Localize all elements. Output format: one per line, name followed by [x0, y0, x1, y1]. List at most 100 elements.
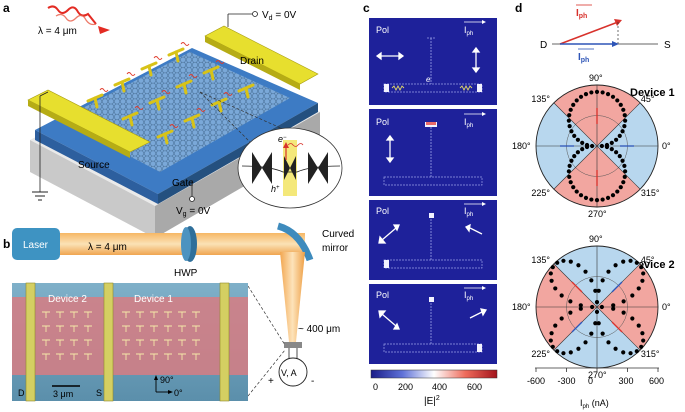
- angle-label: 45°: [641, 94, 655, 104]
- focused-beam: [280, 252, 305, 342]
- hole-label: h+: [271, 184, 280, 194]
- polar-plot-device2: 90°135°45°180°0°225°315°270°: [512, 234, 671, 380]
- svg-text:0: 0: [373, 382, 378, 392]
- panel-d: d D S Iph Iph Device 1 Device 2 90°135°4…: [512, 1, 675, 410]
- data-point: [641, 271, 646, 276]
- data-point: [614, 137, 619, 142]
- data-point: [600, 90, 605, 95]
- electron-label: e−: [278, 134, 287, 144]
- data-point: [599, 143, 604, 149]
- band-diagram-inset: e− h+: [237, 127, 343, 209]
- data-point: [574, 189, 579, 194]
- panel-b: b Laser λ = 4 μm HWP Curved mirror ~ 400…: [3, 222, 354, 402]
- data-point: [594, 198, 600, 203]
- device2-label: Device 2: [48, 294, 87, 305]
- svg-text:Vg = 0V: Vg = 0V: [176, 206, 211, 218]
- meter-minus: -: [311, 376, 314, 387]
- spot-size-label: ~ 400 μm: [298, 324, 340, 335]
- drain-electrode: [204, 25, 319, 85]
- device1-label: Device 1: [134, 294, 173, 305]
- data-point: [548, 338, 553, 343]
- gate-terminal: [189, 196, 195, 202]
- current-arrow: [571, 281, 583, 293]
- svg-text:e: e: [426, 75, 431, 84]
- pol-arrow-diagonal-icon: [378, 224, 400, 244]
- vec-s-label: S: [664, 40, 671, 51]
- data-point: [568, 259, 573, 264]
- mirror-label-2: mirror: [322, 243, 349, 254]
- data-point: [548, 271, 553, 276]
- electrode-right: [219, 282, 230, 402]
- data-point: [630, 293, 635, 298]
- svg-text:200: 200: [398, 382, 413, 392]
- source-label: Source: [78, 160, 110, 171]
- data-point: [623, 169, 628, 174]
- data-point: [621, 107, 626, 112]
- data-point: [576, 346, 581, 351]
- data-point: [571, 185, 576, 190]
- iph-red-arrow: [559, 21, 619, 45]
- data-point: [572, 154, 577, 159]
- drain-terminal: [252, 11, 258, 17]
- data-point: [622, 174, 627, 179]
- data-point: [614, 150, 619, 155]
- gate-label: Gate: [172, 178, 194, 189]
- field-frame-3: Pol Iph: [369, 200, 497, 280]
- colorbar-label: |E|2: [424, 395, 440, 407]
- data-point: [593, 288, 598, 293]
- pol-arrow-vertical-icon: [385, 134, 395, 164]
- angle-label: 315°: [641, 188, 660, 198]
- iph-arrow-up-right-icon: [469, 308, 488, 319]
- angle-label: 270°: [588, 370, 607, 380]
- data-point: [567, 113, 572, 118]
- current-arrow: [611, 321, 623, 333]
- data-point: [559, 293, 564, 298]
- data-point: [639, 265, 644, 270]
- data-point: [600, 331, 605, 336]
- data-point: [555, 260, 560, 265]
- data-point: [630, 316, 635, 321]
- drain-label: Drain: [240, 56, 264, 67]
- device-micrograph: Device 2 Device 1 D S 3 μm 90° 0°: [12, 282, 248, 402]
- data-point: [634, 349, 639, 354]
- data-point: [568, 310, 573, 315]
- data-point: [640, 331, 645, 336]
- polar-spoke: [553, 263, 641, 351]
- data-point: [559, 316, 564, 321]
- data-point: [623, 118, 628, 123]
- scale-label: 3 μm: [53, 389, 73, 399]
- t-antenna-array: [86, 47, 255, 145]
- chip: [284, 342, 302, 348]
- panel-d-label: d: [515, 1, 522, 15]
- data-point: [590, 304, 595, 310]
- panel-c: c Pol Iph e Pol: [363, 1, 498, 407]
- iph-arrow-vertical-icon: [471, 46, 481, 74]
- data-point: [555, 349, 560, 354]
- data-point: [568, 180, 573, 185]
- data-point: [610, 94, 616, 99]
- data-point: [553, 286, 558, 291]
- svg-text:Pol: Pol: [376, 25, 389, 35]
- vec-d-label: D: [540, 40, 547, 51]
- data-point: [549, 278, 554, 283]
- x-tick-label: -600: [527, 376, 545, 386]
- data-point: [567, 163, 572, 168]
- data-point: [641, 338, 646, 343]
- data-point: [561, 351, 566, 356]
- panel-c-label: c: [363, 1, 370, 15]
- svg-text:Iph: Iph: [576, 8, 587, 20]
- data-point: [589, 90, 594, 95]
- data-point: [574, 98, 579, 103]
- panel-b-label: b: [3, 237, 10, 251]
- data-point: [606, 269, 611, 274]
- data-point: [622, 163, 627, 168]
- svg-text:Pol: Pol: [376, 206, 389, 216]
- data-point: [568, 299, 573, 304]
- ground-icon: [32, 191, 48, 201]
- data-point: [593, 321, 598, 326]
- data-point: [569, 158, 574, 163]
- data-point: [583, 269, 588, 274]
- meter-plus: +: [268, 376, 274, 387]
- angle-label: 90°: [589, 73, 603, 83]
- data-point: [628, 351, 633, 356]
